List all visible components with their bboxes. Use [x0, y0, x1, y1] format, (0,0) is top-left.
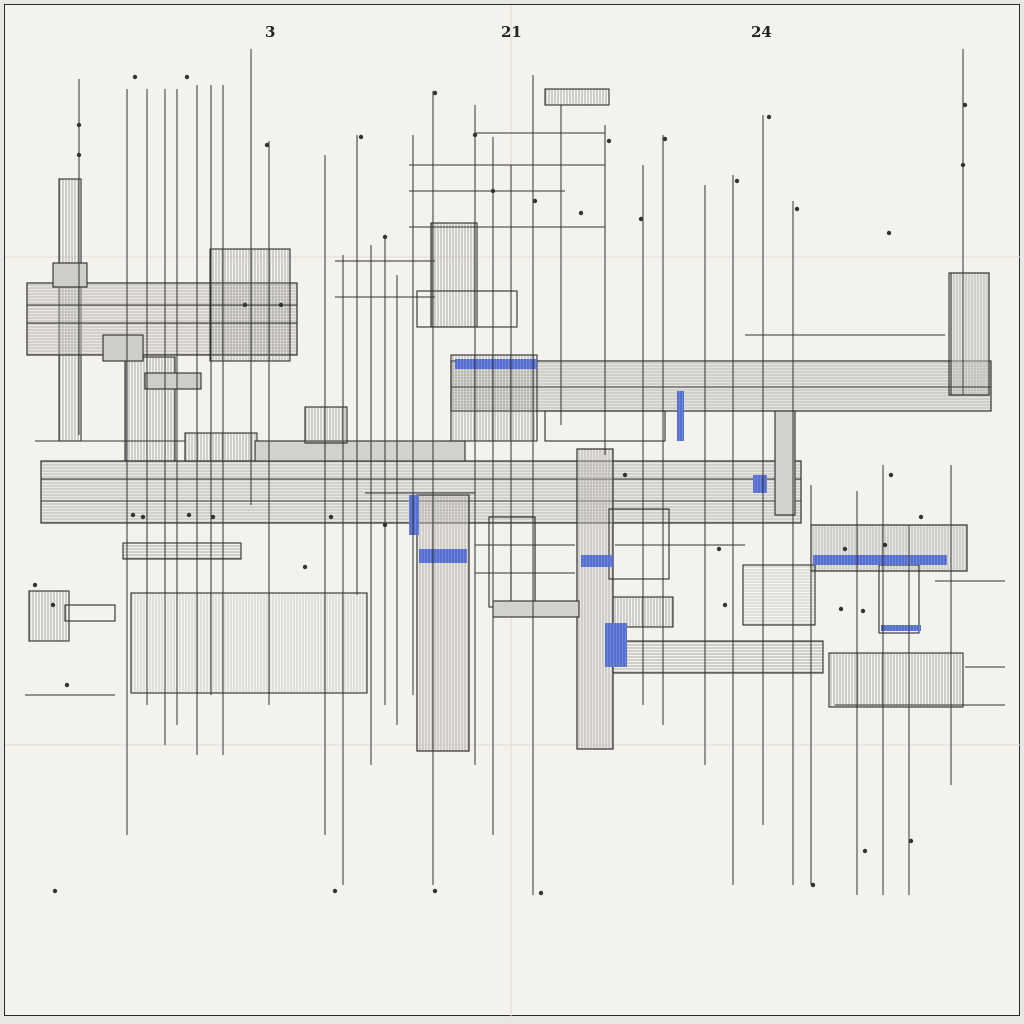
annotation-mark	[184, 74, 190, 80]
annotation-mark	[432, 90, 438, 96]
annotation-mark	[76, 152, 82, 158]
annotation-mark	[886, 230, 892, 236]
annotation-mark	[794, 206, 800, 212]
annotation-mark	[638, 216, 644, 222]
annotation-mark	[382, 234, 388, 240]
header-number-3: 24	[751, 23, 772, 41]
annotation-mark	[908, 838, 914, 844]
annotation-mark	[186, 512, 192, 518]
drawing-sheet: 3 21 24	[4, 4, 1021, 1017]
annotation-mark	[838, 606, 844, 612]
right-lower-assembly	[742, 524, 968, 708]
left-small-elements	[25, 542, 368, 696]
upper-right-arm	[450, 272, 992, 516]
annotation-mark	[734, 178, 740, 184]
annotation-mark	[132, 74, 138, 80]
annotation-mark	[606, 138, 612, 144]
annotation-mark	[888, 472, 894, 478]
annotation-mark	[210, 514, 216, 520]
annotation-mark	[490, 188, 496, 194]
annotation-mark	[918, 514, 924, 520]
annotation-mark	[52, 888, 58, 894]
annotation-mark	[264, 142, 270, 148]
annotation-mark	[532, 198, 538, 204]
technical-drawing	[5, 5, 1021, 1017]
annotation-mark	[622, 472, 628, 478]
header-number-1: 3	[265, 23, 276, 41]
annotation-mark	[328, 514, 334, 520]
annotation-mark	[76, 122, 82, 128]
annotation-mark	[716, 546, 722, 552]
annotation-mark	[862, 848, 868, 854]
annotation-mark	[332, 888, 338, 894]
annotation-mark	[810, 882, 816, 888]
annotation-mark	[358, 134, 364, 140]
annotation-mark	[50, 602, 56, 608]
annotation-mark	[538, 890, 544, 896]
main-horizontal-beam	[40, 406, 802, 524]
annotation-mark	[382, 522, 388, 528]
annotation-mark	[722, 602, 728, 608]
annotation-mark	[882, 542, 888, 548]
annotation-mark	[960, 162, 966, 168]
left-tower-assembly	[26, 178, 298, 462]
annotation-mark	[842, 546, 848, 552]
annotation-mark	[242, 302, 248, 308]
annotation-mark	[662, 136, 668, 142]
dimension-leader-lines	[35, 49, 1005, 895]
annotation-mark	[860, 608, 866, 614]
header-number-2: 21	[501, 23, 522, 41]
annotation-mark	[130, 512, 136, 518]
annotation-mark	[472, 132, 478, 138]
annotation-mark	[140, 514, 146, 520]
annotation-marks	[32, 74, 968, 896]
annotation-mark	[32, 582, 38, 588]
central-upper-block	[416, 88, 610, 328]
annotation-mark	[578, 210, 584, 216]
annotation-mark	[962, 102, 968, 108]
annotation-mark	[302, 564, 308, 570]
annotation-mark	[278, 302, 284, 308]
annotation-mark	[64, 682, 70, 688]
annotation-mark	[766, 114, 772, 120]
annotation-mark	[432, 888, 438, 894]
